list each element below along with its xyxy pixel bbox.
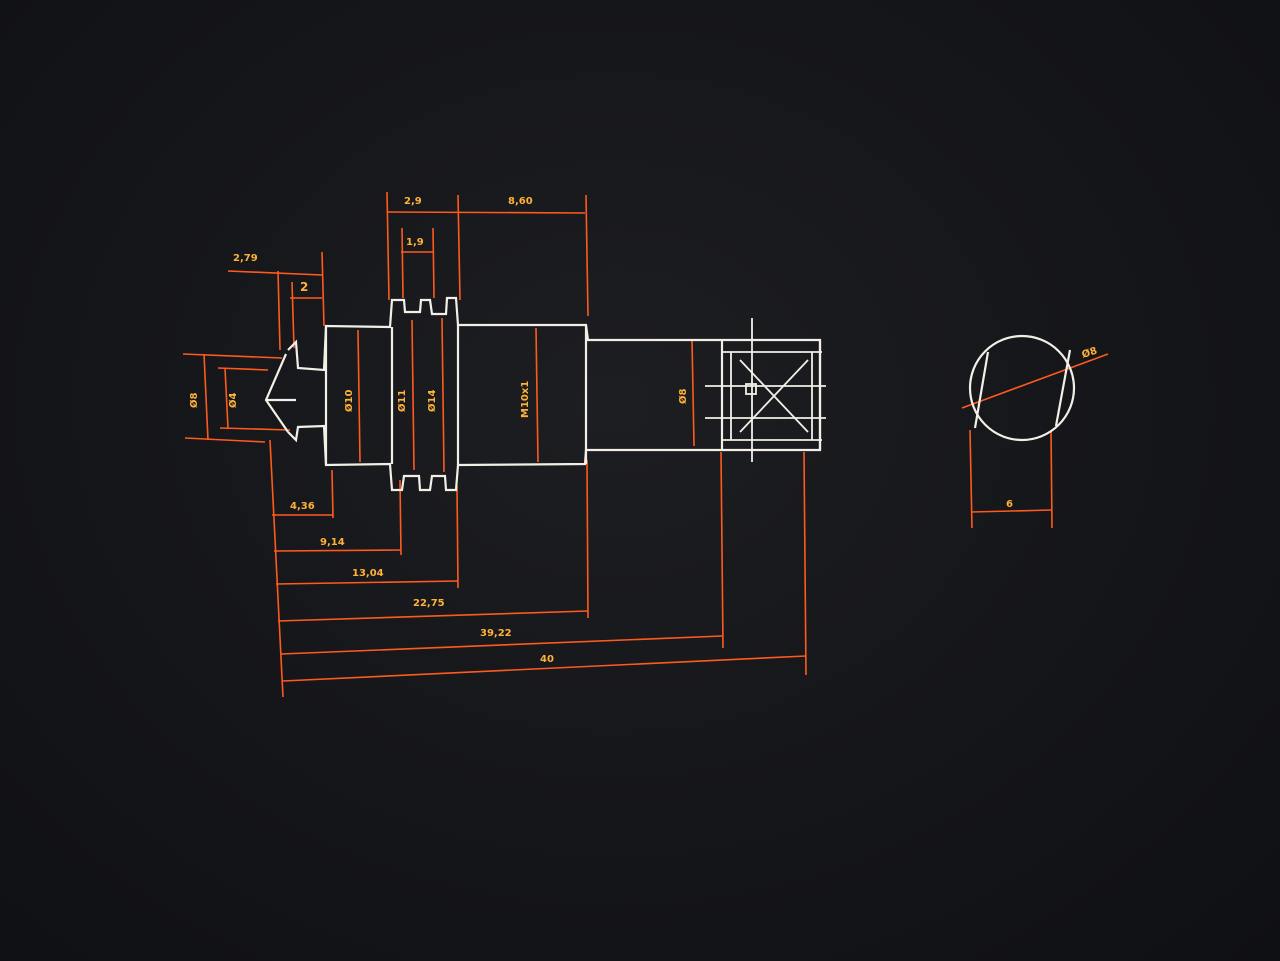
dim-label-thread: M10x1 xyxy=(520,381,531,418)
dim-label-40: 40 xyxy=(540,654,554,665)
part-profile xyxy=(264,296,822,492)
dim-label-dia-8: Ø8 xyxy=(188,392,200,408)
dim-label-dia-small: Ø8 xyxy=(677,388,689,404)
dim-label-dia-14: Ø14 xyxy=(426,390,438,412)
dim-label-914: 9,14 xyxy=(320,537,345,548)
dim-label-436: 4,36 xyxy=(290,501,315,512)
dim-label-2: 2 xyxy=(300,280,308,294)
dim-label-circle-width: 6 xyxy=(1006,499,1013,510)
dim-label-1304: 13,04 xyxy=(352,568,384,579)
dim-label-dia-10: Ø10 xyxy=(343,390,355,412)
dim-label-29: 2,9 xyxy=(404,196,422,207)
dim-label-dia-4: Ø4 xyxy=(227,392,239,408)
dimension-labels: 2,79 2 2,9 1,9 8,60 4,36 9,14 13,04 22,7… xyxy=(188,196,1099,665)
dimension-lines xyxy=(182,191,1109,698)
square-end-feature xyxy=(705,318,826,462)
section-view xyxy=(968,334,1076,442)
dim-label-3922: 39,22 xyxy=(480,628,512,639)
dim-label-circle-dia: Ø8 xyxy=(1080,345,1098,361)
dim-label-860: 8,60 xyxy=(508,196,533,207)
dim-label-19: 1,9 xyxy=(406,237,424,248)
dim-label-2275: 22,75 xyxy=(413,598,445,609)
dim-label-279: 2,79 xyxy=(233,253,258,264)
dim-label-dia-11: Ø11 xyxy=(396,390,408,412)
